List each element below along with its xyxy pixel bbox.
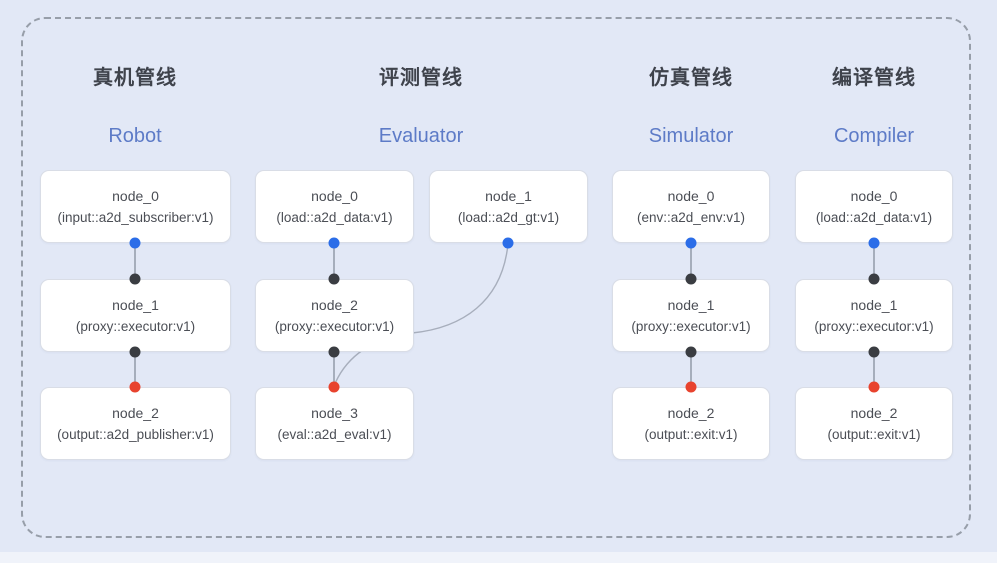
node-type: (proxy::executor:v1) <box>814 318 934 334</box>
node-title: node_1 <box>485 187 532 204</box>
port-dot-dark-icon <box>868 346 880 358</box>
port-dot-blue-icon <box>129 237 141 249</box>
port-dot-dark-icon <box>328 273 340 285</box>
port-dot-dark-icon <box>129 346 141 358</box>
node-type: (env::a2d_env:v1) <box>636 209 746 225</box>
port-dot-dark-icon <box>685 346 697 358</box>
node-box-robot-node0: node_0 (input::a2d_subscriber:v1) <box>40 170 231 243</box>
page-bottom-strip <box>0 552 997 563</box>
node-box-compiler-node0: node_0 (load::a2d_data:v1) <box>795 170 953 243</box>
node-type: (input::a2d_subscriber:v1) <box>57 209 214 225</box>
port-dot-dark-icon <box>129 273 141 285</box>
node-box-simulator-node1: node_1 (proxy::executor:v1) <box>612 279 770 352</box>
node-box-robot-node2: node_2 (output::a2d_publisher:v1) <box>40 387 231 460</box>
node-title: node_1 <box>112 296 159 313</box>
pipeline-title-zh-robot: 真机管线 <box>93 67 177 89</box>
port-dot-red-icon <box>129 381 141 393</box>
node-title: node_0 <box>667 187 715 204</box>
node-title: node_0 <box>850 187 898 204</box>
pipeline-title-zh-evaluator: 评测管线 <box>379 67 463 89</box>
node-box-evaluator-node3: node_3 (eval::a2d_eval:v1) <box>255 387 414 460</box>
port-dot-dark-icon <box>868 273 880 285</box>
node-title: node_0 <box>311 187 358 204</box>
node-type: (load::a2d_gt:v1) <box>457 209 560 225</box>
node-box-compiler-node1: node_1 (proxy::executor:v1) <box>795 279 953 352</box>
node-title: node_1 <box>850 296 898 313</box>
port-dot-red-icon <box>328 381 340 393</box>
node-type: (proxy::executor:v1) <box>75 318 196 334</box>
port-dot-blue-icon <box>868 237 880 249</box>
node-box-evaluator-node0: node_0 (load::a2d_data:v1) <box>255 170 414 243</box>
node-title: node_2 <box>667 404 715 421</box>
node-box-evaluator-node1: node_1 (load::a2d_gt:v1) <box>429 170 588 243</box>
node-box-robot-node1: node_1 (proxy::executor:v1) <box>40 279 231 352</box>
node-box-evaluator-node2: node_2 (proxy::executor:v1) <box>255 279 414 352</box>
pipeline-title-en-evaluator: Evaluator <box>378 125 464 147</box>
node-type: (output::exit:v1) <box>827 426 921 442</box>
node-type: (load::a2d_data:v1) <box>815 209 933 225</box>
node-box-compiler-node2: node_2 (output::exit:v1) <box>795 387 953 460</box>
port-dot-blue-icon <box>685 237 697 249</box>
port-dot-red-icon <box>868 381 880 393</box>
port-dot-dark-icon <box>328 346 340 358</box>
pipeline-title-zh-simulator: 仿真管线 <box>649 67 733 89</box>
pipeline-title-en-compiler: Compiler <box>833 125 915 147</box>
pipeline-title-zh-compiler: 编译管线 <box>832 67 916 89</box>
node-type: (proxy::executor:v1) <box>274 318 395 334</box>
node-type: (proxy::executor:v1) <box>631 318 751 334</box>
dashed-frame <box>21 17 971 538</box>
node-type: (load::a2d_data:v1) <box>276 209 393 225</box>
port-dot-blue-icon <box>328 237 340 249</box>
node-title: node_2 <box>850 404 898 421</box>
node-title: node_2 <box>311 296 358 313</box>
port-dot-red-icon <box>685 381 697 393</box>
node-title: node_3 <box>311 404 358 421</box>
node-box-simulator-node2: node_2 (output::exit:v1) <box>612 387 770 460</box>
node-title: node_0 <box>112 187 159 204</box>
node-type: (eval::a2d_eval:v1) <box>277 426 392 442</box>
node-type: (output::exit:v1) <box>644 426 738 442</box>
node-box-simulator-node0: node_0 (env::a2d_env:v1) <box>612 170 770 243</box>
pipeline-title-en-robot: Robot <box>108 125 162 147</box>
node-title: node_1 <box>667 296 715 313</box>
port-dot-dark-icon <box>685 273 697 285</box>
node-title: node_2 <box>112 404 159 421</box>
node-type: (output::a2d_publisher:v1) <box>57 426 214 442</box>
pipeline-title-en-simulator: Simulator <box>648 125 734 147</box>
port-dot-blue-icon <box>502 237 514 249</box>
